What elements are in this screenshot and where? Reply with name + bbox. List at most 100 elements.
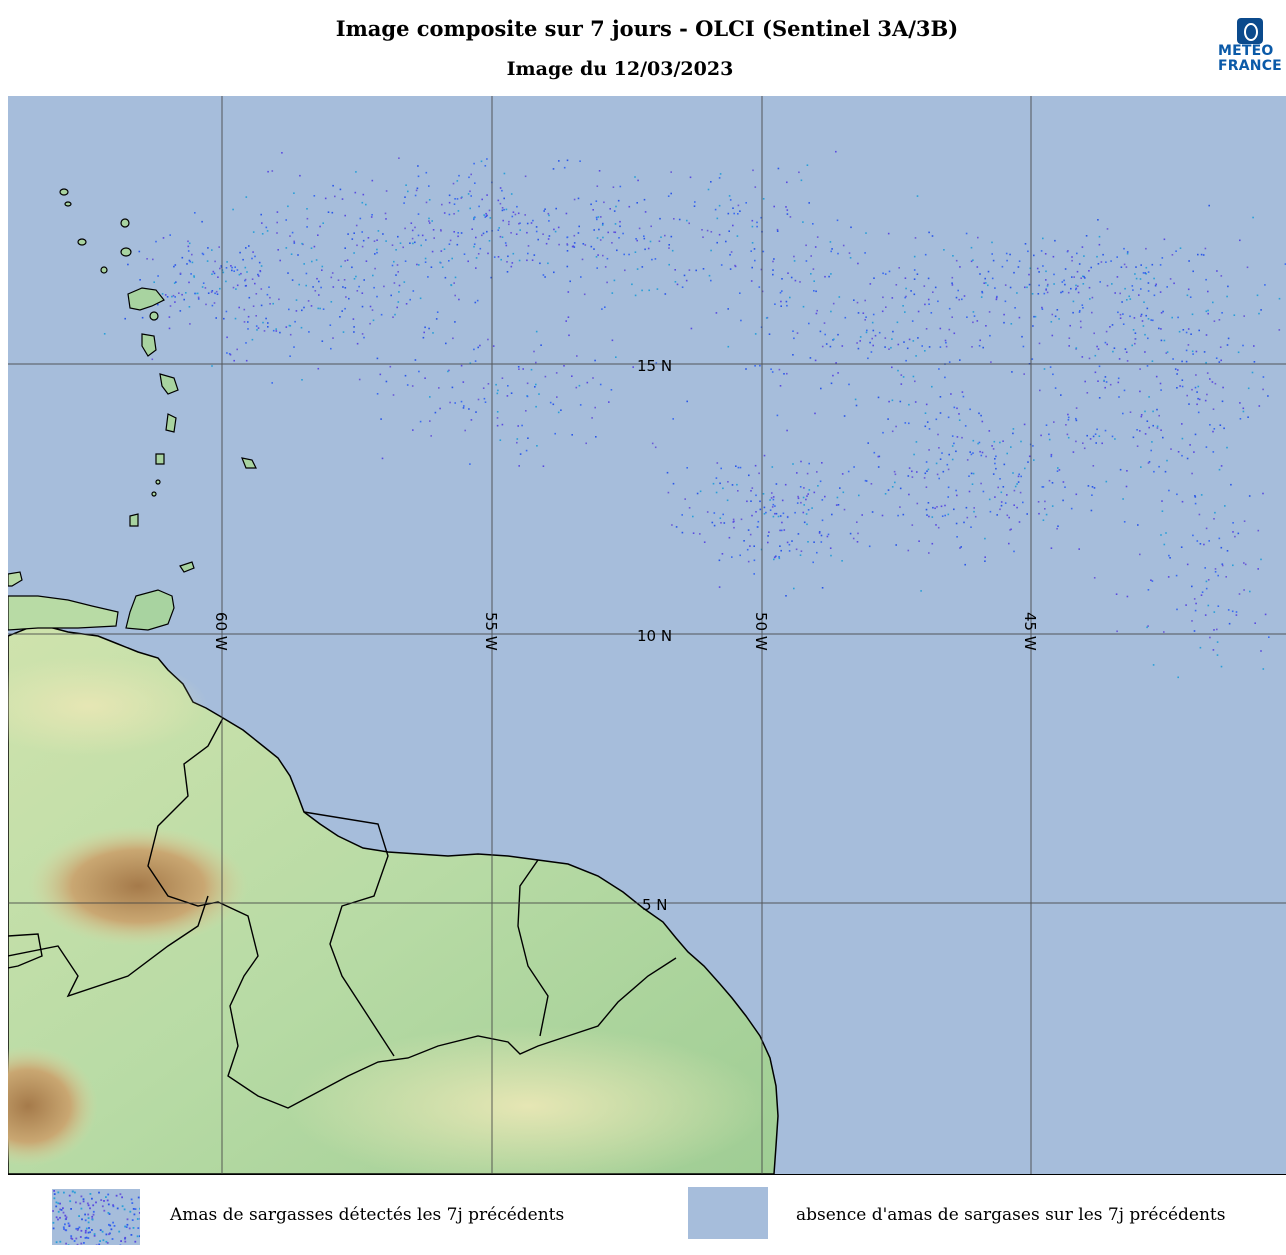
sargassum-speck: [728, 230, 730, 232]
sargassum-speck: [567, 316, 570, 318]
sargassum-speck: [260, 265, 263, 267]
sargassum-speck: [1188, 403, 1190, 405]
sargassum-speck: [748, 474, 750, 477]
sargassum-speck: [124, 317, 126, 320]
sargassum-speck: [1067, 291, 1070, 294]
sargassum-speck: [1050, 321, 1053, 323]
sargassum-speck: [1132, 436, 1135, 439]
sargassum-speck: [781, 278, 783, 280]
sargassum-speck: [1010, 528, 1012, 531]
sargassum-speck: [948, 453, 950, 456]
sargassum-speck: [1089, 438, 1092, 440]
sargassum-speck: [802, 305, 805, 308]
sargassum-speck: [718, 177, 721, 179]
sargassum-speck: [53, 1193, 56, 1195]
sargassum-speck: [916, 273, 919, 275]
sargassum-speck: [223, 317, 225, 320]
sargassum-speck: [516, 441, 518, 444]
sargassum-speck: [721, 553, 724, 555]
sargassum-speck: [1027, 461, 1029, 463]
sargassum-speck: [1181, 423, 1183, 425]
sargassum-speck: [501, 209, 504, 212]
sargassum-speck: [1118, 396, 1120, 398]
sargassum-speck: [1098, 397, 1101, 399]
sargassum-speck: [301, 379, 303, 381]
sargassum-speck: [1185, 604, 1187, 606]
sargassum-speck: [1254, 622, 1256, 624]
sargassum-speck: [977, 442, 979, 445]
sargassum-speck: [432, 229, 435, 231]
sargassum-speck: [175, 281, 177, 283]
sargassum-speck: [258, 261, 261, 264]
sargassum-speck: [904, 422, 907, 424]
sargassum-speck: [318, 294, 320, 296]
sargassum-speck: [1181, 437, 1184, 440]
sargassum-speck: [1203, 543, 1205, 546]
sargassum-speck: [1260, 309, 1262, 311]
sargassum-speck: [385, 380, 388, 383]
sargassum-speck: [126, 1218, 129, 1221]
sargassum-speck: [98, 1243, 101, 1245]
sargassum-speck: [473, 243, 476, 245]
sargassum-speck: [456, 180, 459, 182]
sargassum-speck: [895, 284, 898, 286]
sargassum-speck: [1042, 486, 1045, 488]
map-canvas: 15 N 10 N 5 N 60 W 55 W 50 W 45 W: [8, 96, 1286, 1174]
sargassum-speck: [288, 308, 290, 311]
sargassum-speck: [479, 344, 481, 347]
plains-north: [8, 656, 208, 756]
sargassum-speck: [496, 417, 499, 419]
sargassum-speck: [1092, 465, 1095, 467]
sargassum-speck: [857, 347, 860, 350]
sargassum-speck: [969, 408, 971, 411]
sargassum-speck: [1225, 576, 1227, 578]
sargassum-speck: [107, 1203, 110, 1206]
sargassum-speck: [555, 207, 557, 210]
sargassum-speck: [939, 346, 942, 348]
sargassum-speck: [864, 299, 866, 302]
sargassum-speck: [747, 560, 750, 563]
sargassum-speck: [362, 239, 365, 242]
sargassum-speck: [856, 521, 858, 523]
sargassum-speck: [678, 218, 681, 221]
sargassum-speck: [1078, 263, 1081, 265]
sargassum-speck: [412, 429, 414, 431]
sargassum-speck: [579, 160, 581, 162]
sargassum-speck: [1242, 407, 1245, 410]
sargassum-speck: [118, 1230, 121, 1233]
sargassum-speck: [964, 563, 966, 566]
map-view[interactable]: 15 N 10 N 5 N 60 W 55 W 50 W 45 W: [8, 96, 1286, 1174]
sargassum-speck: [951, 282, 953, 284]
sargassum-speck: [1013, 504, 1015, 506]
sargassum-speck: [776, 414, 779, 417]
sargassum-speck: [995, 467, 997, 470]
sargassum-speck: [1076, 252, 1078, 255]
sargassum-speck: [1188, 260, 1190, 262]
sargassum-speck: [1168, 489, 1170, 492]
sargassum-speck: [1018, 473, 1020, 476]
sargassum-speck: [558, 243, 560, 246]
sargassum-speck: [920, 590, 922, 592]
sargassum-speck: [1173, 282, 1175, 285]
sargassum-speck: [1038, 512, 1040, 515]
sargassum-speck: [1247, 416, 1249, 418]
highlands-west: [8, 1046, 98, 1166]
sargassum-speck: [914, 380, 916, 383]
sargassum-speck: [857, 532, 859, 535]
sargassum-speck: [838, 296, 841, 298]
sargassum-speck: [303, 306, 305, 309]
sargassum-speck: [1081, 304, 1084, 306]
sargassum-speck: [75, 1201, 77, 1204]
sargassum-speck: [1082, 307, 1084, 309]
map-legend: Amas de sargasses détectés les 7j précéd…: [8, 1174, 1286, 1255]
sargassum-speck: [767, 541, 769, 544]
sargassum-speck: [353, 331, 355, 333]
sargassum-speck: [1186, 294, 1189, 297]
sargassum-speck: [243, 308, 246, 311]
sargassum-speck: [354, 191, 357, 194]
sargassum-speck: [501, 377, 504, 379]
sargassum-speck: [953, 406, 956, 409]
sargassum-speck: [1137, 524, 1139, 526]
sargassum-speck: [981, 420, 984, 423]
sargassum-speck: [1185, 360, 1188, 363]
